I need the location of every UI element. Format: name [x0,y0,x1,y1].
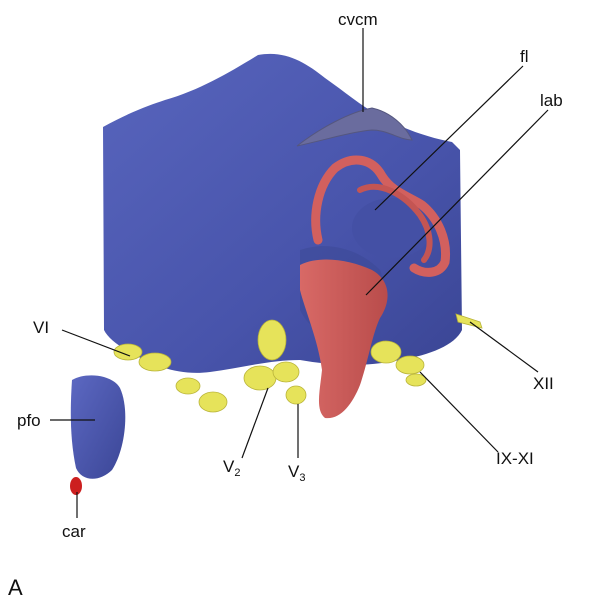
label-fl: fl [520,47,529,66]
carotid-canal [70,477,82,495]
label-VI: VI [33,318,49,337]
label-V3: V3 [288,462,305,484]
label-cvcm: cvcm [338,10,378,29]
label-lab: lab [540,91,563,110]
panel-label: A [8,575,23,600]
label-V3-sub: 3 [299,472,305,484]
leader-IX-XI [420,372,498,452]
label-pfo: pfo [17,411,41,430]
label-XII: XII [533,374,554,393]
leader-V2 [242,388,268,458]
label-V2-main: V [223,457,235,476]
leader-XII [470,322,538,372]
label-V3-main: V [288,462,300,481]
label-IX-XI: IX-XI [496,449,534,468]
label-car: car [62,522,86,541]
pituitary-fossa [71,375,125,478]
label-V2-sub: 2 [234,467,240,479]
label-V2: V2 [223,457,240,479]
